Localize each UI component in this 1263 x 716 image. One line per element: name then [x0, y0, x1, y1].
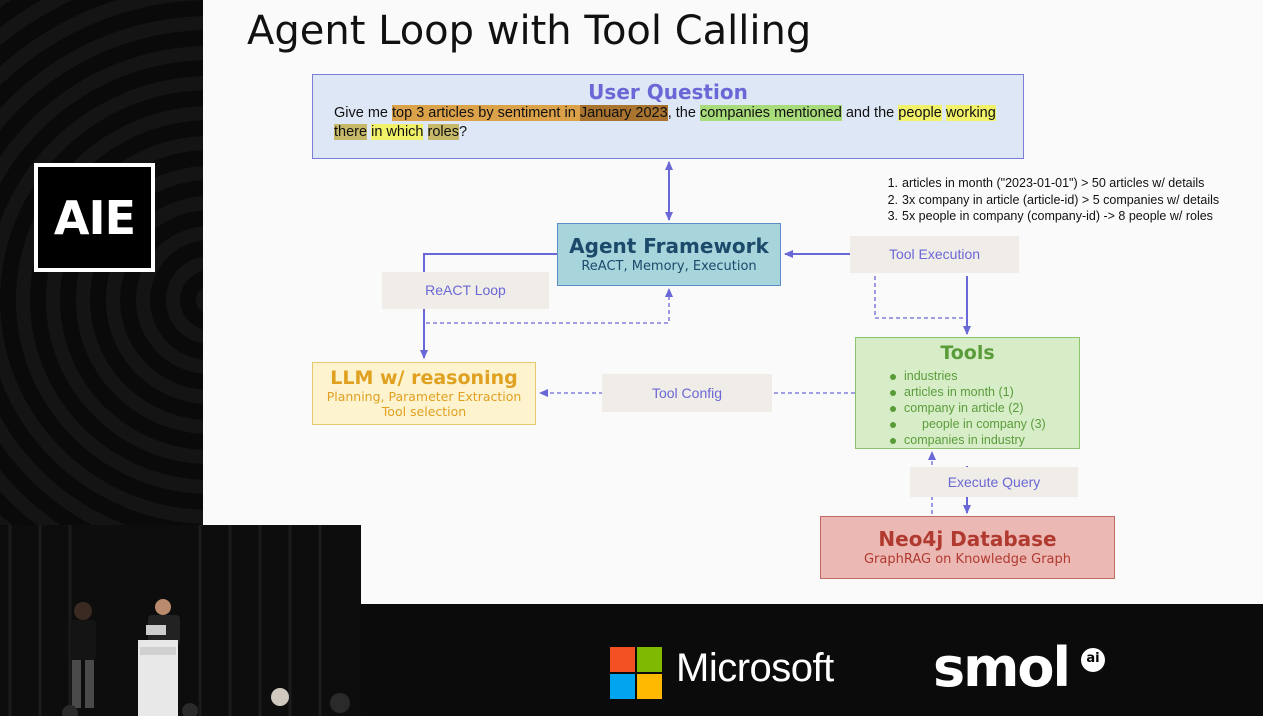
stage-video	[0, 525, 361, 716]
note-item: 3. 5x people in company (company-id) -> 8…	[880, 208, 1219, 225]
neo4j-subtitle: GraphRAG on Knowledge Graph	[863, 552, 1072, 567]
agent-framework-box: Agent Framework ReACT, Memory, Execution	[557, 223, 781, 286]
note-number: 2.	[887, 192, 898, 207]
question-segment: January 2023	[579, 105, 668, 121]
neo4j-title: Neo4j Database	[878, 527, 1057, 551]
tool-item: articles in month (1)	[890, 384, 1046, 400]
stage-scene	[0, 525, 361, 716]
question-segment: , the	[667, 105, 700, 121]
tools-title: Tools	[940, 342, 995, 364]
note-number: 1.	[887, 176, 898, 190]
question-segment: ?	[458, 124, 468, 140]
bullet-icon	[890, 405, 896, 412]
user-question-text: Give me top 3 articles by sentiment in J…	[334, 104, 1014, 142]
tool-item-label: articles in month (1)	[904, 385, 1014, 399]
aie-logo: AIE	[34, 163, 155, 272]
bullet-icon	[890, 389, 896, 396]
question-segment: in which	[371, 124, 424, 140]
agent-framework-subtitle: ReACT, Memory, Execution	[581, 259, 757, 274]
llm-box: LLM w/ reasoning Planning, Parameter Ext…	[312, 362, 536, 425]
note-text: 3x company in article (article-id) > 5 c…	[902, 192, 1220, 207]
execute-query-label: Execute Query	[910, 467, 1078, 497]
bullet-icon	[890, 421, 896, 428]
question-segment	[423, 124, 427, 140]
question-segment: working	[945, 105, 996, 121]
note-text: articles in month ("2023-01-01") > 50 ar…	[902, 176, 1205, 190]
user-question-box: User Question Give me top 3 articles by …	[312, 74, 1024, 159]
note-number: 3.	[887, 209, 898, 223]
tools-box: Tools industries articles in month (1) com…	[855, 337, 1080, 449]
react-loop-label: ReACT Loop	[382, 272, 549, 309]
question-segment: there	[334, 124, 368, 140]
tool-item-label: companies in industry	[904, 433, 1025, 447]
tool-item: companies in industry	[890, 432, 1046, 448]
neo4j-box: Neo4j Database GraphRAG on Knowledge Gra…	[820, 516, 1115, 579]
note-text: 5x people in company (company-id) -> 8 p…	[902, 209, 1213, 223]
tool-item-label: company in article (2)	[904, 401, 1024, 415]
arrow-agent-llm	[420, 253, 557, 359]
question-segment: companies mentioned	[699, 105, 842, 121]
note-item: 1. articles in month ("2023-01-01") > 50 …	[880, 175, 1219, 192]
tool-item: people in company (3)	[890, 416, 1046, 432]
llm-title: LLM w/ reasoning	[330, 367, 518, 389]
tool-item: company in article (2)	[890, 400, 1046, 416]
tool-item: industries	[890, 368, 1046, 384]
user-question-title: User Question	[588, 80, 748, 104]
tools-list: industries articles in month (1) company i…	[890, 368, 1046, 448]
agent-framework-title: Agent Framework	[569, 234, 769, 258]
dashed-tools-execution	[874, 276, 967, 319]
tool-call-notes: 1. articles in month ("2023-01-01") > 50 …	[880, 175, 1220, 225]
tool-item-label: industries	[904, 369, 958, 383]
question-segment: roles	[427, 124, 459, 140]
smol-wordmark: smol	[933, 636, 1071, 699]
smol-ai-badge: ai	[1081, 648, 1105, 672]
llm-subtitle-1: Planning, Parameter Extraction	[326, 389, 522, 404]
llm-subtitle-2: Tool selection	[381, 404, 467, 419]
presentation-slide: Agent Loop with Tool Calling User Ques	[203, 0, 1263, 604]
tool-config-label: Tool Config	[602, 374, 772, 412]
slide-title: Agent Loop with Tool Calling	[247, 8, 812, 54]
microsoft-wordmark: Microsoft	[676, 646, 834, 690]
arrow-react-return	[423, 288, 673, 324]
note-item: 2. 3x company in article (article-id) > 5…	[880, 192, 1220, 209]
bullet-icon	[890, 373, 896, 380]
question-segment: Give me	[334, 105, 393, 121]
tool-execution-label: Tool Execution	[850, 236, 1019, 273]
bullet-icon	[890, 437, 896, 444]
question-segment: top 3 articles by sentiment in	[392, 105, 580, 121]
microsoft-logo-icon	[610, 647, 662, 699]
tool-item-label: people in company (3)	[922, 417, 1046, 431]
question-segment: and the	[841, 105, 899, 121]
question-segment: people	[898, 105, 942, 121]
